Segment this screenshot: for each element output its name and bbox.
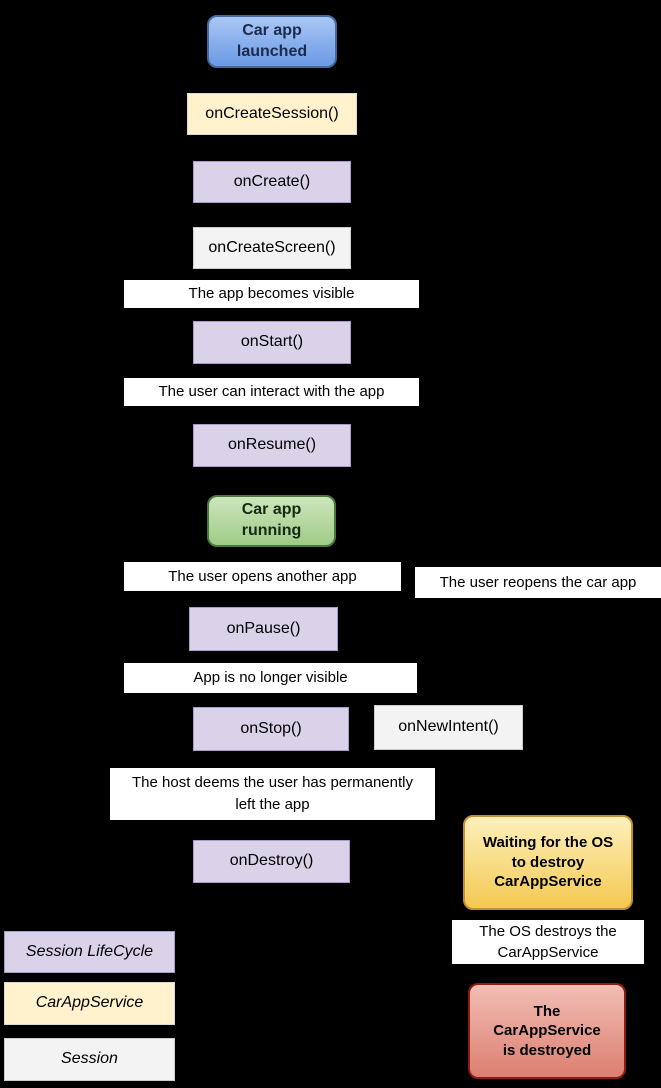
method-oncreate: onCreate() [193, 161, 351, 203]
state-waiting-os-destroy: Waiting for the OS to destroy CarAppServ… [463, 815, 633, 910]
method-ondestroy: onDestroy() [193, 840, 350, 883]
annotation-app-no-longer-visible: App is no longer visible [124, 663, 417, 693]
method-onpause: onPause() [189, 607, 338, 651]
method-onstop: onStop() [193, 707, 349, 751]
method-onnewintent: onNewIntent() [374, 705, 523, 750]
legend-session-lifecycle: Session LifeCycle [4, 931, 175, 973]
method-oncreatesession: onCreateSession() [187, 93, 357, 135]
method-onstart: onStart() [193, 321, 351, 364]
state-carappservice-destroyed: The CarAppService is destroyed [468, 983, 626, 1079]
annotation-user-can-interact: The user can interact with the app [124, 378, 419, 406]
legend-carappservice: CarAppService [4, 982, 175, 1025]
legend-session: Session [4, 1038, 175, 1081]
annotation-os-destroys-carappservice: The OS destroys the CarAppService [452, 920, 644, 964]
annotation-host-deems-user-left: The host deems the user has permanently … [110, 768, 435, 820]
annotation-user-reopens-car-app: The user reopens the car app [415, 567, 661, 598]
method-oncreatescreen: onCreateScreen() [193, 227, 351, 269]
annotation-app-becomes-visible: The app becomes visible [124, 280, 419, 308]
state-car-app-running: Car app running [207, 495, 336, 547]
state-car-app-launched: Car app launched [207, 15, 337, 68]
method-onresume: onResume() [193, 424, 351, 467]
annotation-user-opens-another-app: The user opens another app [124, 562, 401, 591]
